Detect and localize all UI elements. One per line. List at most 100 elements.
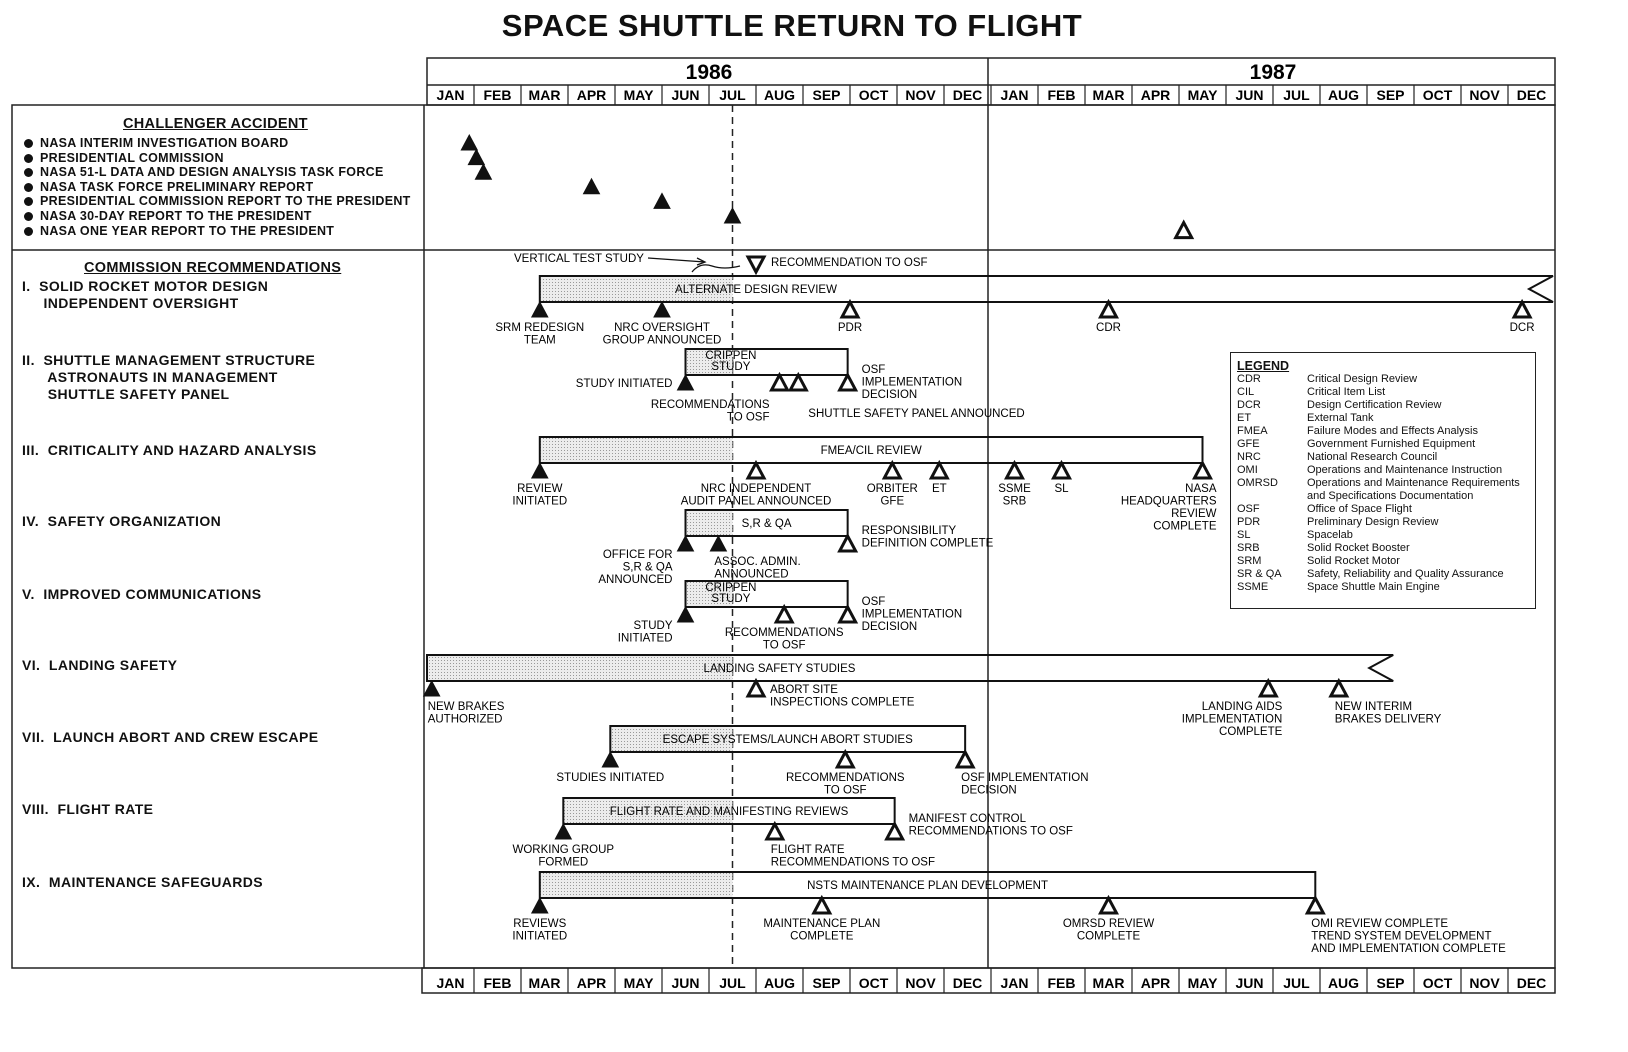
milestone-label-line: MAINTENANCE PLAN: [763, 918, 880, 930]
year-label: 1986: [686, 61, 733, 84]
legend-definition: Government Furnished Equipment: [1307, 438, 1476, 450]
bar-label-line: LANDING SAFETY STUDIES: [704, 663, 856, 675]
recommendation-title: IX. MAINTENANCE SAFEGUARDS: [22, 874, 264, 890]
planned-milestone-icon: [745, 677, 767, 698]
activity-bar-label: NSTS MAINTENANCE PLAN DEVELOPMENT: [807, 880, 1048, 892]
month-label: DEC: [1517, 87, 1547, 103]
activity-bar: [684, 348, 849, 376]
month-label: AUG: [764, 87, 795, 103]
recommendation-title: V. IMPROVED COMMUNICATIONS: [22, 586, 262, 602]
month-label: MAY: [624, 975, 654, 991]
completed-milestone-icon: [530, 461, 549, 479]
legend-abbreviation: PDR: [1237, 516, 1261, 528]
recommendation-milestone-icon: [745, 255, 767, 276]
planned-milestone-icon: [1511, 298, 1533, 319]
bar-label-line: FMEA/CIL REVIEW: [821, 445, 922, 457]
milestone-label: STUDY INITIATED: [576, 378, 673, 390]
legend-abbreviation: SSME: [1237, 581, 1269, 593]
milestone-label-line: REVIEW: [517, 483, 563, 495]
bar-label-line: CRIPPEN: [705, 582, 756, 594]
month-label: OCT: [1423, 975, 1453, 991]
completed-portion-shading: [685, 581, 733, 607]
milestone-label: ASSOC. ADMIN.ANNOUNCED: [714, 556, 800, 581]
month-label: JUN: [671, 975, 699, 991]
month-label: FEB: [1048, 975, 1076, 991]
planned-milestone-icon: [884, 820, 906, 841]
legend-entry: SL Spacelab: [1237, 529, 1535, 542]
month-label: APR: [577, 87, 607, 103]
month-label: AUG: [764, 975, 795, 991]
month-label: APR: [1141, 87, 1171, 103]
month-label: JAN: [1000, 975, 1028, 991]
completed-milestone-icon: [474, 163, 493, 180]
legend-abbreviation: CDR: [1237, 373, 1261, 385]
month-label: OCT: [859, 975, 889, 991]
activity-bar-label: FLIGHT RATE AND MANIFESTING REVIEWS: [610, 806, 849, 818]
legend-definition: National Research Council: [1307, 451, 1438, 463]
month-label: DEC: [953, 975, 983, 991]
planned-milestone-icon: [764, 820, 786, 841]
milestone-label-line: COMPLETE: [1077, 931, 1141, 943]
milestone-label-line: S,R & QA: [623, 562, 673, 574]
year-label: 1987: [1250, 61, 1297, 84]
milestone-label-line: PDR: [838, 322, 862, 334]
planned-milestone-icon: [773, 603, 795, 624]
milestone-label-line: INITIATED: [618, 633, 673, 645]
milestone-label-line: INITIATED: [512, 931, 567, 943]
challenger-item: NASA INTERIM INVESTIGATION BOARD: [24, 136, 289, 150]
challenger-item: PRESIDENTIAL COMMISSION REPORT TO THE PR…: [24, 194, 411, 208]
month-label: AUG: [1328, 975, 1359, 991]
milestone-label-line: INITIATED: [512, 496, 567, 508]
completed-portion-shading: [685, 349, 733, 375]
milestone-label-line: FLIGHT RATE: [771, 844, 845, 856]
milestone-label: SL: [1054, 483, 1069, 495]
completed-milestone-icon: [554, 822, 573, 840]
milestone-label-line: SL: [1054, 483, 1069, 495]
milestone-label-line: OSF: [862, 364, 886, 376]
milestone-label-line: AUTHORIZED: [428, 714, 503, 726]
challenger-item: NASA TASK FORCE PRELIMINARY REPORT: [24, 180, 313, 194]
bar-label-line: ALTERNATE DESIGN REVIEW: [675, 284, 837, 296]
legend-definition: Spacelab: [1307, 529, 1353, 541]
month-label: JUN: [1235, 975, 1263, 991]
milestone-label-line: ET: [932, 483, 947, 495]
milestone-label-line: DECISION: [862, 389, 918, 401]
milestone-label-line: RECOMMENDATIONS: [651, 399, 770, 411]
month-label: JUL: [1283, 87, 1310, 103]
legend-abbreviation: SL: [1237, 529, 1251, 541]
milestone-label-line: TO OSF: [763, 640, 806, 652]
completed-milestone-icon: [709, 534, 728, 552]
planned-milestone-icon: [745, 459, 767, 480]
legend-abbreviation: OMRSD: [1237, 477, 1278, 489]
milestone-label-line: AUDIT PANEL ANNOUNCED: [681, 496, 832, 508]
diagram-title: SPACE SHUTTLE RETURN TO FLIGHT: [501, 8, 1083, 43]
planned-milestone-icon: [1257, 677, 1279, 698]
planned-milestone-icon: [928, 459, 950, 480]
legend-abbreviation: SRB: [1237, 542, 1260, 554]
recommendations-heading: COMMISSION RECOMMENDATIONS: [84, 260, 342, 276]
milestone-label-line: LANDING AIDS: [1202, 701, 1283, 713]
milestone-label-line: AND IMPLEMENTATION COMPLETE: [1311, 943, 1506, 955]
month-label: MAR: [1093, 975, 1125, 991]
legend-abbreviation: OMI: [1237, 464, 1258, 476]
month-label: APR: [1141, 975, 1171, 991]
milestone-label-line: FORMED: [538, 857, 588, 869]
arrow-icon: [647, 257, 707, 266]
completed-portion-shading: [539, 872, 733, 898]
legend-abbreviation: ET: [1237, 412, 1252, 424]
planned-milestone-icon: [787, 371, 809, 392]
month-label: NOV: [905, 87, 936, 103]
legend-abbreviation: FMEA: [1237, 425, 1268, 437]
